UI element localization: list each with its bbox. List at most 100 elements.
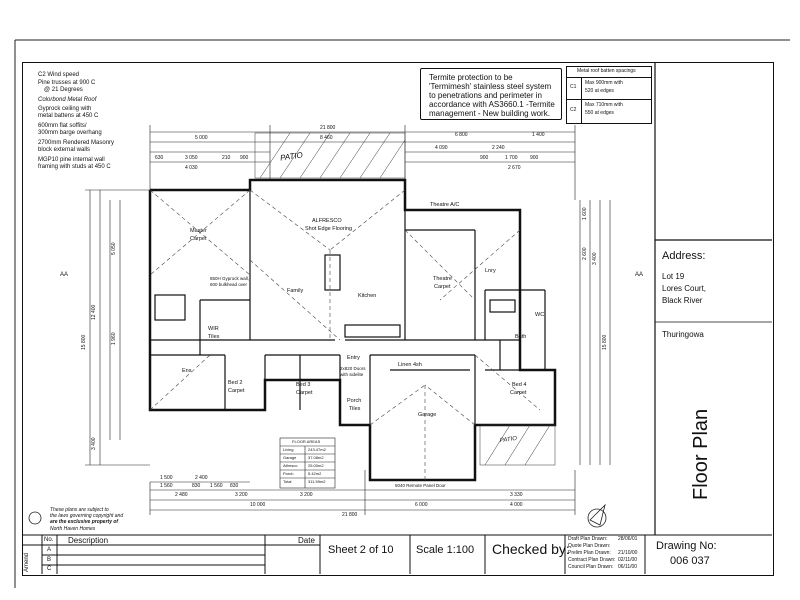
note-studs: framing with studs at 450 C <box>38 164 111 170</box>
note-ceiling: Gyprock ceiling with <box>38 106 92 112</box>
dim-top-b: 8 460 <box>320 135 333 141</box>
dim-bot-k: 830 <box>230 483 239 489</box>
title-council-date: 06/11/00 <box>618 564 638 570</box>
dim-right-c: 1 600 <box>582 207 588 220</box>
batten-c1-b: 520 at edges <box>585 88 614 94</box>
dim-right-b: 2 600 <box>582 247 588 260</box>
termite-note: Termite protection to be 'Termimesh' sta… <box>420 68 562 120</box>
drawing-frame <box>22 62 774 576</box>
dim-left-a: 12 400 <box>91 304 97 320</box>
address-suburb: Black River <box>662 296 703 305</box>
room-theatre-ac: Theatre A/C <box>430 202 460 208</box>
dim-top-total: 21 800 <box>320 125 336 131</box>
title-quote-label: Quote Plan Drawn: <box>568 543 611 549</box>
room-master-floor: Carpet <box>190 236 207 242</box>
title-draft-label: Draft Plan Drawn: <box>568 536 608 542</box>
note-soffits: 600mm flat soffits/ <box>38 123 87 129</box>
title-no: No. <box>44 537 54 543</box>
room-bed-2: Bed 2 <box>228 380 243 386</box>
room-garage: Garage <box>418 412 437 418</box>
dim-bot-h: 1 560 <box>160 483 173 489</box>
note-masonry: 2700mm Rendered Masonry <box>38 140 115 146</box>
title-checked: Checked by: <box>492 541 570 557</box>
note-bulkhead: 600 bulkhead over <box>210 282 248 287</box>
room-family: Family <box>287 288 304 294</box>
copyright-line-1: These plans are subject to <box>50 507 109 513</box>
dim-top-g: 900 <box>240 155 249 161</box>
dim-bot-j: 830 <box>192 483 201 489</box>
room-kitchen: Kitchen <box>358 293 377 299</box>
dim-top-e: 3 050 <box>185 155 198 161</box>
areas-alfresco-label: Alfresco <box>283 463 298 468</box>
batten-c1-a: Max 900mm with <box>585 80 623 86</box>
construction-notes: C2 Wind speed Pine trusses at 900 C @ 21… <box>34 68 114 180</box>
batten-c2-b: 550 at edges <box>585 110 614 116</box>
dim-top-a: 5 000 <box>195 135 208 141</box>
title-sheet: Sheet 2 of 10 <box>328 544 394 556</box>
dim-top-k: 2 240 <box>492 145 505 151</box>
dim-right-a: 3 400 <box>592 252 598 265</box>
title-drawing-label: Drawing No: <box>656 540 717 552</box>
copyright-line-4: North Haven Homes <box>50 526 96 532</box>
title-row-a: A <box>47 547 52 553</box>
dim-bot-f: 3 200 <box>300 492 313 498</box>
areas-porch-value: 5.42m2 <box>308 471 322 476</box>
section-mark-left: AA <box>60 272 69 278</box>
address-city: Thuringowa <box>662 330 704 339</box>
address-label: Address: <box>662 250 706 262</box>
dim-bot-l: 2 400 <box>195 475 208 481</box>
title-draft-date: 28/06/01 <box>618 536 638 542</box>
room-bed-4-floor: Carpet <box>510 390 527 396</box>
room-porch-floor: Tiles <box>349 406 361 412</box>
title-scale: Scale 1:100 <box>416 544 475 556</box>
room-linen: Linen 4sh <box>398 362 422 368</box>
note-walls: block external walls <box>38 147 91 153</box>
room-wir: WIR <box>208 326 219 332</box>
areas-garage-value: 37.08m2 <box>308 455 324 460</box>
note-pine: MGP10 pine internal wall <box>38 157 105 163</box>
room-lnry: Lnry <box>485 268 496 274</box>
termite-line-2: 'Termimesh' stainless steel system <box>429 82 552 91</box>
areas-living-value: 243.47m2 <box>308 447 326 452</box>
room-ens: Ens <box>182 368 192 374</box>
note-barge: 300mm barge overhang <box>38 130 102 136</box>
title-drawing-number: 006 037 <box>670 555 710 567</box>
room-entry: Entry <box>347 355 360 361</box>
dim-bot-e: 3 200 <box>235 492 248 498</box>
address-street: Lores Court, <box>662 284 707 293</box>
dim-top-o: 2 670 <box>508 165 521 171</box>
dim-top-n: 900 <box>530 155 539 161</box>
batten-title: Metal roof batten spacings <box>577 68 636 74</box>
title-amend: Amend <box>24 552 30 572</box>
note-sidelite: with sidelite <box>340 372 364 377</box>
note-battens: metal battens at 450 C <box>38 113 99 119</box>
batten-c2: C2 <box>570 107 577 113</box>
dim-left-c: 5 050 <box>111 242 117 255</box>
room-alfresco: ALFRESCO <box>312 218 342 224</box>
dim-top-f: 210 <box>222 155 231 161</box>
termite-line-5: management - New building work. <box>429 109 550 118</box>
floor-plan-title: Floor Plan <box>690 408 712 500</box>
dim-top-l: 900 <box>480 155 489 161</box>
room-wir-floor: Tiles <box>208 334 220 340</box>
dim-top-i: 630 <box>155 155 164 161</box>
termite-line-4: accordance with AS3660.1 -Termite <box>429 100 555 109</box>
room-bed-3: Bed 3 <box>296 382 311 388</box>
termite-line-3: to penetrations and perimeter in <box>429 91 542 100</box>
title-contract-date: 02/11/00 <box>618 557 638 563</box>
title-prelim-date: 21/10/00 <box>618 550 638 556</box>
areas-total-value: 311.59m2 <box>308 479 326 484</box>
areas-living-label: Living <box>283 447 294 452</box>
dim-left-total: 15 800 <box>81 334 87 350</box>
dim-bot-g: 3 330 <box>510 492 523 498</box>
batten-c2-a: Max 710mm with <box>585 102 623 108</box>
copyright-line-2: the laws governing copyright and <box>50 513 124 519</box>
note-roof: Colorbond Metal Roof <box>38 97 97 103</box>
areas-porch-label: Porch <box>283 471 294 476</box>
dim-bot-a: 10 000 <box>250 502 266 508</box>
dim-top-c: 6 800 <box>455 132 468 138</box>
section-mark-right: AA <box>635 272 644 278</box>
title-contract-label: Contract Plan Drawn: <box>568 557 616 563</box>
note-degrees: @ 21 Degrees <box>44 87 83 93</box>
